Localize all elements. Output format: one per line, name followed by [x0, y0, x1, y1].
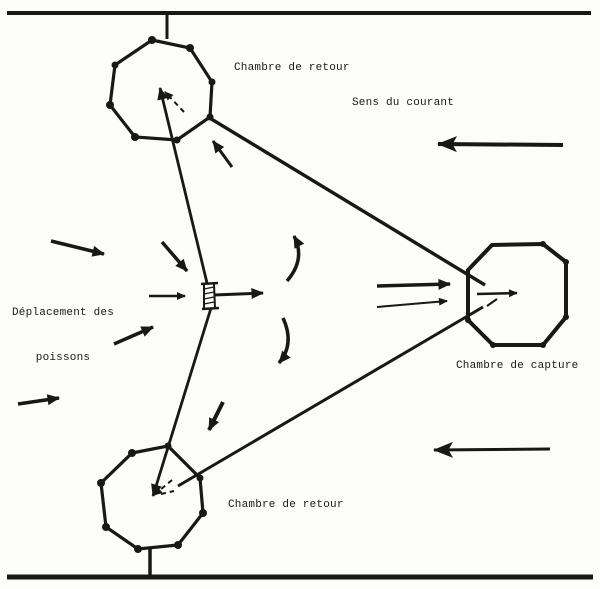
- current-arrows: [433, 136, 564, 458]
- dashed-return-arrows: [153, 91, 185, 496]
- label-current-direction: Sens du courant: [352, 97, 455, 109]
- entrance-arrow-upper-icon: [376, 278, 451, 290]
- dashed-fragment-bottom: [160, 490, 175, 495]
- entrance-arrow-lower-icon: [376, 297, 448, 308]
- fish-arrow-2-icon: [160, 240, 189, 273]
- capture-dash-mark: [486, 298, 498, 307]
- chamber-capture-shape: [465, 241, 569, 348]
- eddy-arrow-down-icon: [277, 317, 291, 365]
- fish-arrow-1-icon: [50, 239, 105, 257]
- label-chamber-capture: Chambre de capture: [456, 360, 579, 372]
- label-fish-movement-line1: Déplacement des: [11, 307, 115, 319]
- fish-movement-arrows: [17, 239, 189, 406]
- deflect-arrow-top-icon: [211, 140, 234, 168]
- fish-arrow-4-icon: [113, 325, 154, 346]
- current-arrow-top-icon: [437, 136, 564, 153]
- wall-upper-hypotenuse: [207, 115, 486, 287]
- deflect-arrow-bottom-icon: [207, 401, 225, 431]
- capture-inner-arrow-icon: [476, 289, 518, 298]
- eddy-arrow-up-icon: [285, 235, 305, 283]
- chamber-return-bottom-wall: [99, 444, 205, 551]
- inside-funnel-arrows: [207, 140, 518, 431]
- label-fish-movement: Déplacement des poissons: [10, 276, 116, 396]
- label-fish-movement-line2: poissons: [35, 352, 91, 364]
- dashed-arrow-top-icon: [164, 91, 185, 113]
- river-banks: [7, 11, 593, 580]
- label-chamber-return-top: Chambre de retour: [234, 62, 350, 74]
- chamber-capture-stakes: [465, 241, 569, 348]
- gate-hatching: [203, 286, 215, 305]
- dashed-arrow-bottom-icon: [153, 479, 173, 496]
- chamber-return-bottom-stakes: [97, 442, 207, 553]
- wall-left-upper-with-return-arrow: [157, 87, 209, 284]
- gate-exit-arrow-icon: [213, 287, 264, 299]
- current-arrow-bottom-icon: [433, 441, 551, 458]
- label-chamber-return-bottom: Chambre de retour: [228, 499, 344, 511]
- chamber-return-bottom-shape: [97, 442, 207, 553]
- wall-lower-hypotenuse: [177, 305, 484, 488]
- funnel-walls: [151, 87, 486, 497]
- fish-arrow-5-icon: [17, 394, 60, 406]
- wall-left-lower-with-return-arrow: [151, 307, 213, 497]
